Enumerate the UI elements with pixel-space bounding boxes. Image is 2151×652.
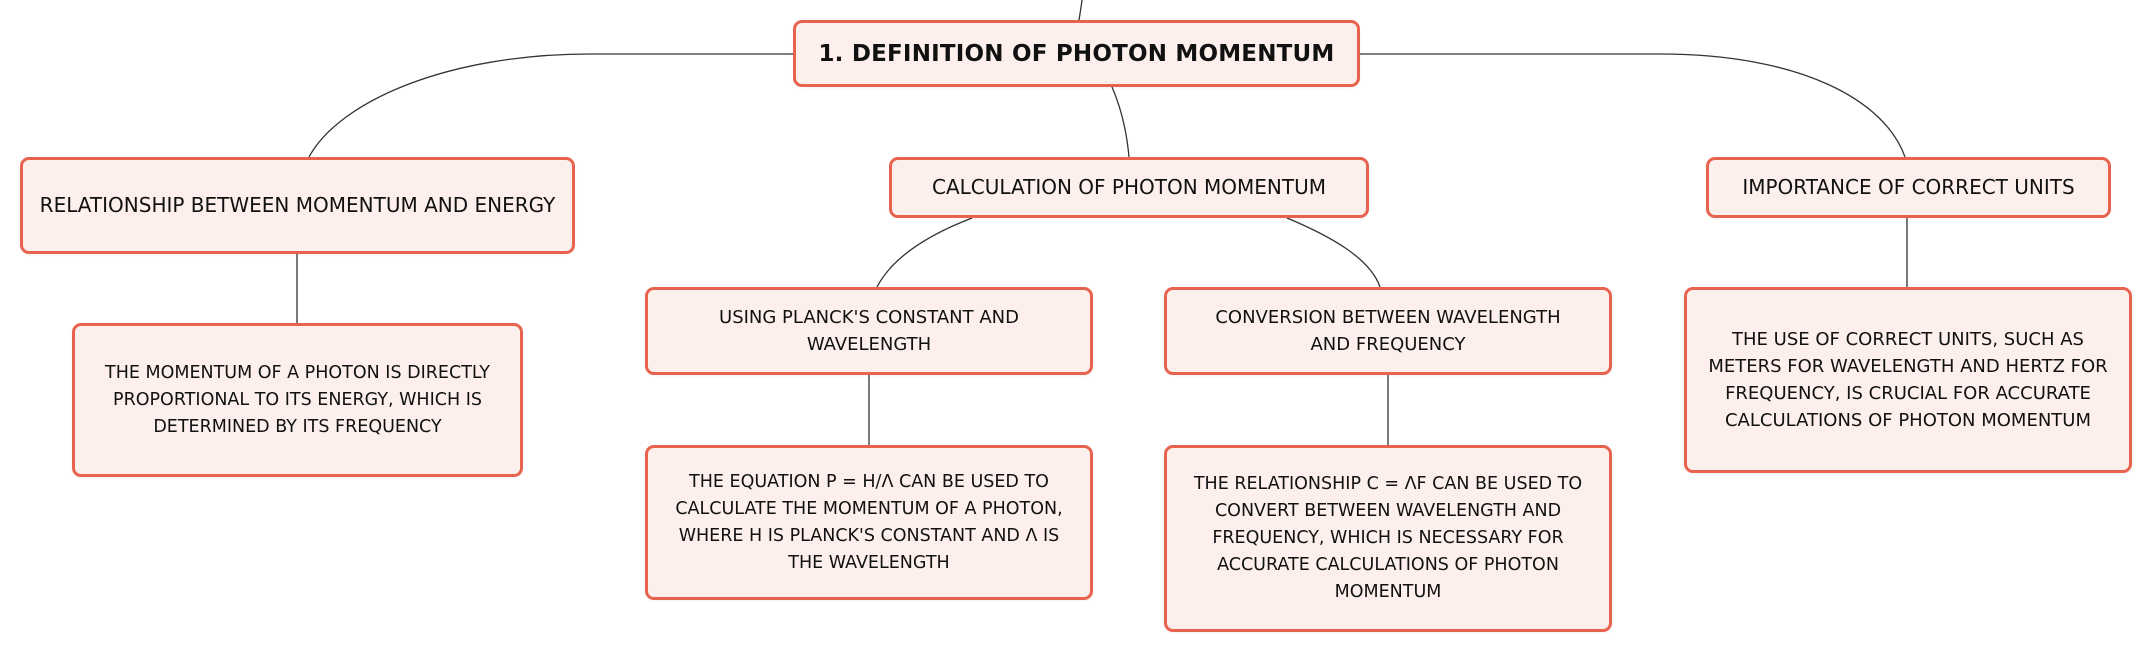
topic-units-label: IMPORTANCE OF CORRECT UNITS (1742, 175, 2075, 199)
connector-root-relationship (308, 53, 793, 158)
detail-planck-text: THE EQUATION P = H/Λ CAN BE USED TO CALC… (675, 471, 1063, 573)
connector-root-units (1360, 53, 1906, 158)
topic-conversion-label: CONVERSION BETWEEN WAVELENGTH AND FREQUE… (1215, 307, 1561, 355)
topic-using-plancks-constant[interactable]: USING PLANCK'S CONSTANT AND WAVELENGTH (645, 287, 1093, 375)
detail-relationship-momentum-energy[interactable]: THE MOMENTUM OF A PHOTON IS DIRECTLY PRO… (72, 323, 523, 477)
connector-root-calculation (1111, 86, 1130, 158)
detail-conversion-wavelength-frequency[interactable]: THE RELATIONSHIP C = ΛF CAN BE USED TO C… (1164, 445, 1612, 632)
topic-relationship-label: RELATIONSHIP BETWEEN MOMENTUM AND ENERGY (39, 193, 556, 217)
connector-calculation-planck (876, 217, 973, 288)
connector-incoming-root (1078, 0, 1083, 21)
detail-relationship-text: THE MOMENTUM OF A PHOTON IS DIRECTLY PRO… (105, 362, 490, 437)
topic-calculation-label: CALCULATION OF PHOTON MOMENTUM (932, 175, 1326, 199)
topic-calculation-photon-momentum[interactable]: CALCULATION OF PHOTON MOMENTUM (889, 157, 1369, 218)
root-topic-label: 1. DEFINITION OF PHOTON MOMENTUM (818, 40, 1335, 67)
topic-relationship-momentum-energy[interactable]: RELATIONSHIP BETWEEN MOMENTUM AND ENERGY (20, 157, 575, 254)
detail-conversion-text: THE RELATIONSHIP C = ΛF CAN BE USED TO C… (1193, 474, 1583, 602)
topic-planck-label: USING PLANCK'S CONSTANT AND WAVELENGTH (719, 307, 1019, 355)
topic-importance-correct-units[interactable]: IMPORTANCE OF CORRECT UNITS (1706, 157, 2111, 218)
detail-units-text: THE USE OF CORRECT UNITS, SUCH AS METERS… (1708, 329, 2108, 431)
topic-conversion-wavelength-frequency[interactable]: CONVERSION BETWEEN WAVELENGTH AND FREQUE… (1164, 287, 1612, 375)
connector-calculation-conversion (1286, 217, 1381, 288)
detail-using-plancks-constant[interactable]: THE EQUATION P = H/Λ CAN BE USED TO CALC… (645, 445, 1093, 600)
detail-importance-correct-units[interactable]: THE USE OF CORRECT UNITS, SUCH AS METERS… (1684, 287, 2132, 473)
root-topic-node[interactable]: 1. DEFINITION OF PHOTON MOMENTUM (793, 20, 1360, 87)
